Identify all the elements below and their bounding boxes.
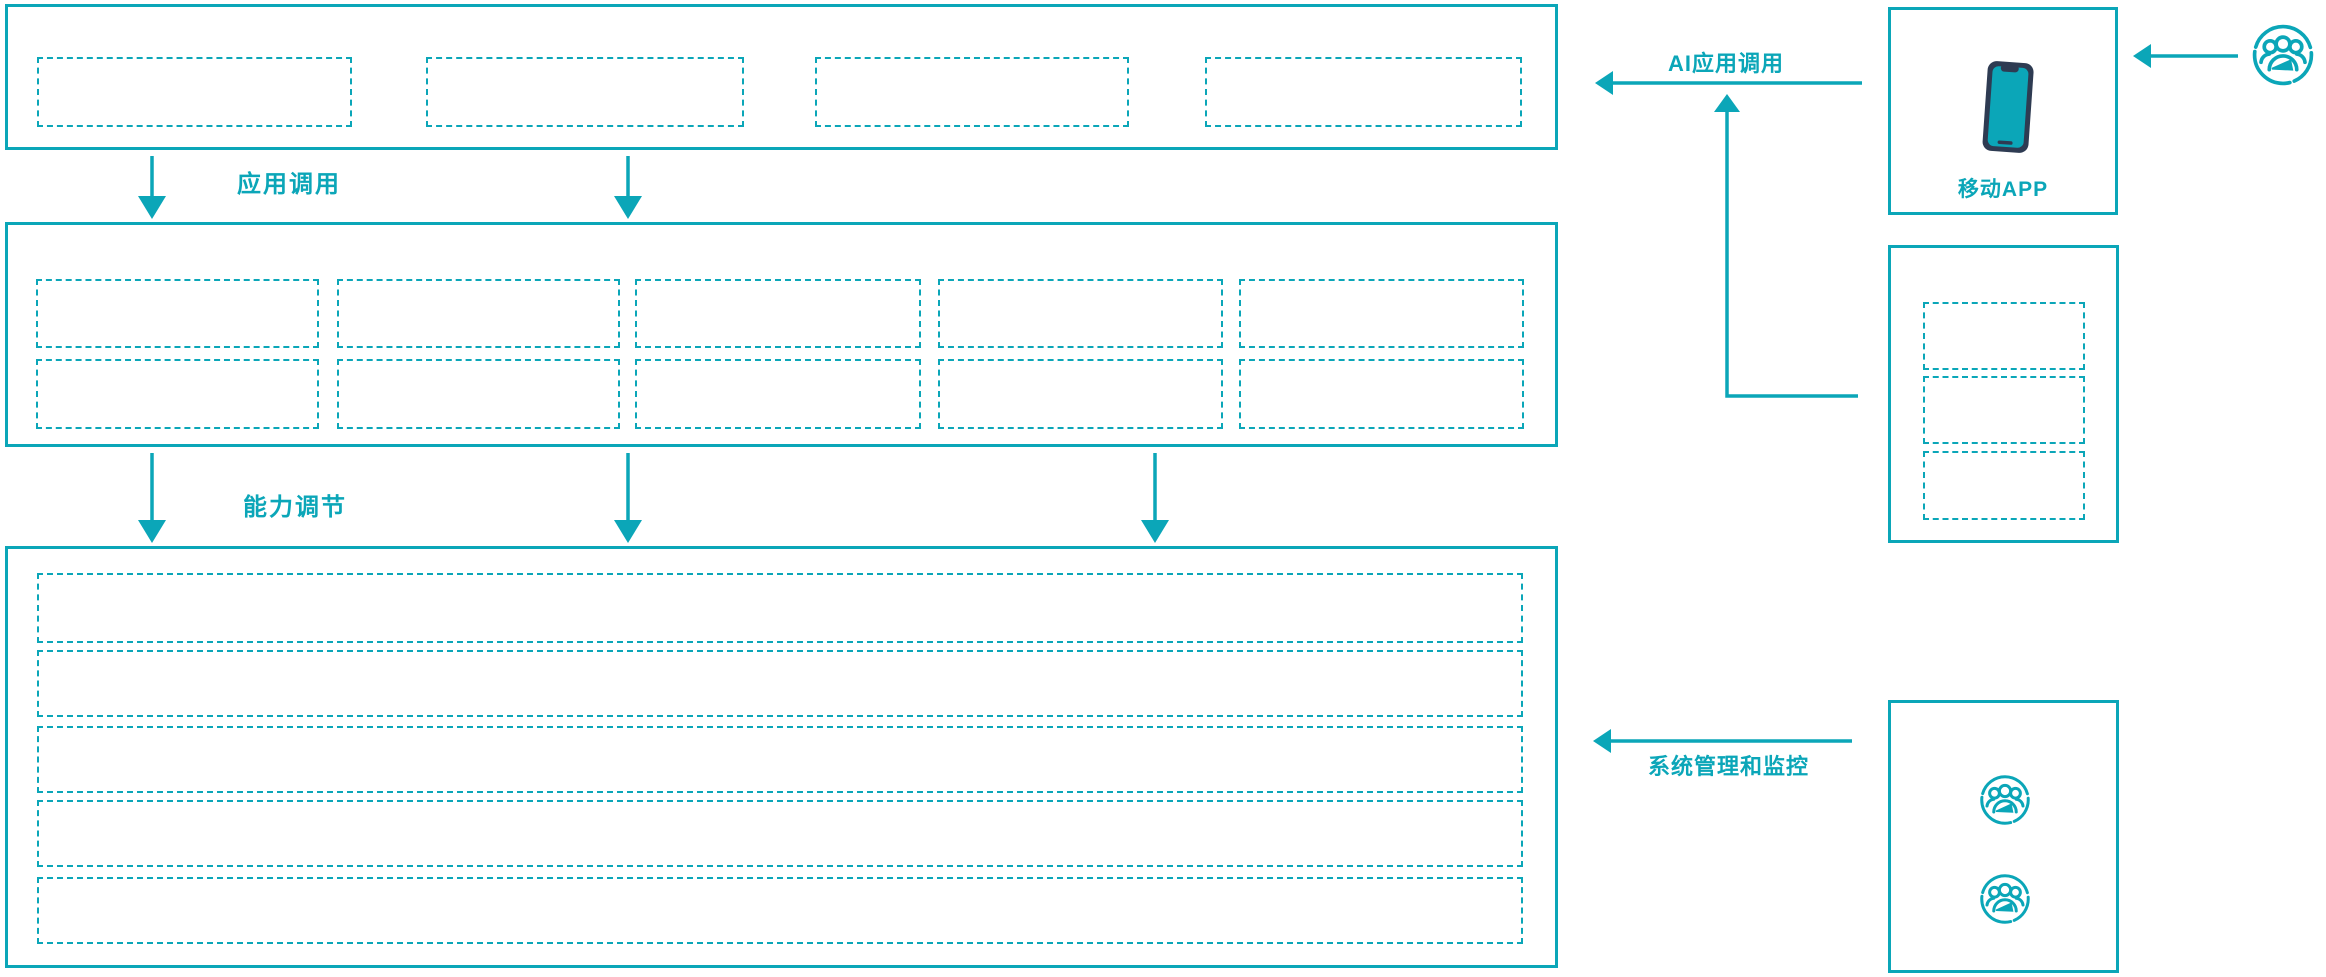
- layer2-placeholder-r1c5: [1239, 279, 1524, 348]
- edge-services-placeholder-1: [1923, 302, 2085, 370]
- layer1-placeholder-4: [1205, 57, 1522, 127]
- user-to-app-arrow: [2133, 44, 2238, 68]
- capability-arrow-3: [1141, 453, 1169, 543]
- layer3-placeholder-4: [37, 800, 1523, 867]
- layer3-placeholder-2: [37, 650, 1523, 717]
- layer2-placeholder-r2c2: [337, 359, 620, 429]
- layer2-placeholder-r1c2: [337, 279, 620, 348]
- layer2-placeholder-r1c3: [635, 279, 921, 348]
- capability-arrow-1: [138, 453, 166, 543]
- layer3-placeholder-3: [37, 726, 1523, 793]
- users-group-icon: [2252, 24, 2314, 86]
- system-monitor-label: 系统管理和监控: [1648, 754, 1810, 779]
- mobile-app-box: 移动APP: [1888, 7, 2118, 215]
- layer2-placeholder-r2c3: [635, 359, 921, 429]
- admins-box: [1888, 700, 2119, 973]
- layer2-placeholder-r2c1: [36, 359, 319, 429]
- app-call-arrow-2: [614, 156, 642, 219]
- layer2-placeholder-r2c4: [938, 359, 1223, 429]
- layer2-placeholder-r2c5: [1239, 359, 1524, 429]
- edge-services-placeholder-2: [1923, 376, 2085, 444]
- app-call-arrow-1: [138, 156, 166, 219]
- layer1-placeholder-1: [37, 57, 352, 127]
- layer1-placeholder-3: [815, 57, 1129, 127]
- smartphone-icon: [1982, 61, 2034, 153]
- ai-app-call-label: AI应用调用: [1668, 51, 1785, 76]
- layer3-placeholder-5: [37, 877, 1523, 944]
- layer2-placeholder-r1c4: [938, 279, 1223, 348]
- layer2-placeholder-r1c1: [36, 279, 319, 348]
- edge-services-connector-arrow: [1714, 94, 1858, 398]
- mobile-app-label: 移动APP: [1957, 178, 2049, 201]
- capability-adjust-label: 能力调节: [243, 494, 347, 521]
- capability-arrow-2: [614, 453, 642, 543]
- app-call-label: 应用调用: [237, 171, 341, 198]
- layer1-placeholder-2: [426, 57, 744, 127]
- layer3-placeholder-1: [37, 573, 1523, 643]
- edge-services-placeholder-3: [1923, 451, 2085, 520]
